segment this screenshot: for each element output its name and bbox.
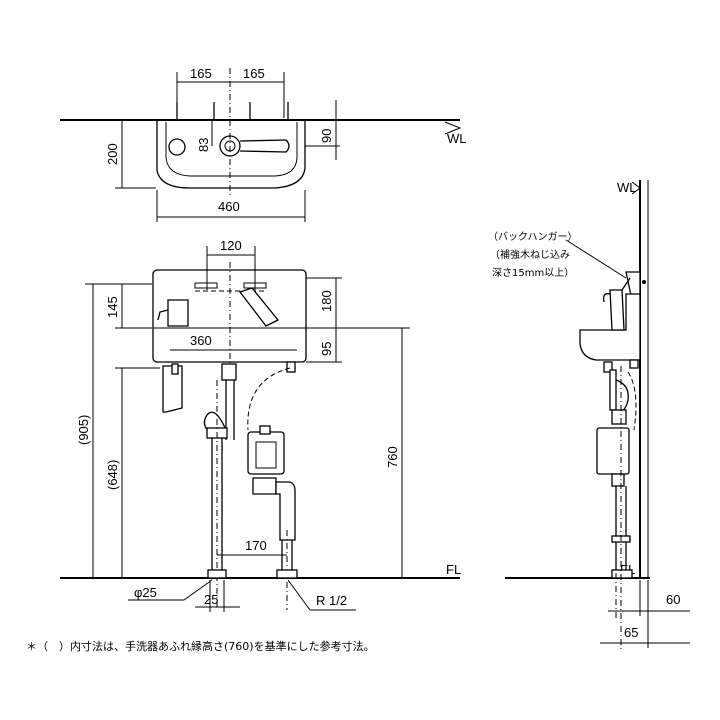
dim-648: (648) — [105, 460, 120, 490]
dim-165-left: 165 — [190, 66, 212, 81]
dim-165-right: 165 — [243, 66, 265, 81]
thread-label: R 1/2 — [316, 593, 347, 608]
dim-180: 180 — [319, 290, 334, 312]
dim-25: 25 — [204, 592, 218, 607]
floor-flange-drain — [207, 569, 227, 579]
stop-valve — [252, 477, 277, 495]
wl-marker-top — [444, 121, 462, 135]
basin-plan-outline — [156, 120, 306, 189]
bracket-side — [629, 359, 639, 369]
lever-front — [238, 287, 280, 327]
bracket-fix — [171, 363, 179, 375]
spout-front — [157, 309, 169, 321]
dim-90: 90 — [319, 129, 334, 143]
trap-side-joint — [611, 409, 627, 425]
dim-65: 65 — [624, 625, 638, 640]
leader-r12-slant — [287, 579, 311, 611]
hose-side — [627, 371, 637, 431]
bracket-fix-right — [286, 361, 296, 373]
floor-flange-supply — [276, 569, 298, 579]
dim-200: 200 — [105, 143, 120, 165]
supply-hose — [247, 367, 291, 431]
basin-plan-inner — [165, 122, 298, 177]
dim-83: 83 — [196, 138, 211, 152]
bracket-side-2 — [603, 361, 613, 373]
faucet-lever-plan — [239, 139, 290, 153]
callout-line2: （補強木ねじ込み — [490, 248, 570, 261]
dim-905: (905) — [76, 415, 91, 445]
valve-box-top — [259, 425, 271, 435]
bracket-left — [162, 365, 183, 413]
callout-leader — [565, 239, 627, 279]
dim-60: 60 — [666, 592, 680, 607]
trap-side — [615, 379, 629, 413]
footnote: ＊（ ）内寸法は、手洗器あふれ縁高さ(760)を基準にした参考寸法。 — [26, 639, 375, 653]
slot-left — [194, 282, 218, 289]
dim-760: 760 — [385, 446, 400, 468]
dim-145: 145 — [105, 296, 120, 318]
dim-360: 360 — [190, 333, 212, 348]
supply-elbow — [275, 481, 296, 541]
valve-box-window — [255, 441, 277, 469]
lever-side — [621, 277, 631, 291]
callout-line1: （バックハンガー） — [488, 231, 578, 243]
valve-box-side — [596, 427, 630, 475]
valve-side — [611, 473, 625, 487]
callout-line3: 深さ15mm以上） — [492, 267, 574, 279]
faucet-side — [609, 289, 625, 331]
fl-label-front: FL — [446, 562, 461, 577]
front-elevation: FL 120 145 180 360 — [60, 238, 461, 612]
slot-right — [243, 282, 267, 289]
spout-side — [602, 293, 611, 303]
basin-side — [579, 293, 641, 361]
pipe-dia-label: φ25 — [134, 585, 157, 600]
faucet-front — [167, 299, 189, 327]
plan-view: WL 165 165 83 90 200 — [60, 66, 467, 222]
side-flange — [611, 569, 633, 579]
screw-mark — [642, 280, 646, 284]
dim-120: 120 — [220, 238, 242, 253]
dim-95: 95 — [319, 342, 334, 356]
drain-head — [221, 363, 237, 381]
wl-marker-side — [631, 181, 641, 195]
side-elevation: WL FL （バックハンガー） （補強木ねじ込み 深さ1 — [488, 180, 690, 650]
leader-phi25-slant — [183, 579, 213, 601]
wl-label-side: WL — [617, 180, 637, 195]
drain-plan — [168, 138, 186, 156]
wl-label-top: WL — [447, 131, 467, 146]
dim-460: 460 — [218, 199, 240, 214]
drain-side — [609, 369, 617, 411]
dim-170: 170 — [245, 538, 267, 553]
